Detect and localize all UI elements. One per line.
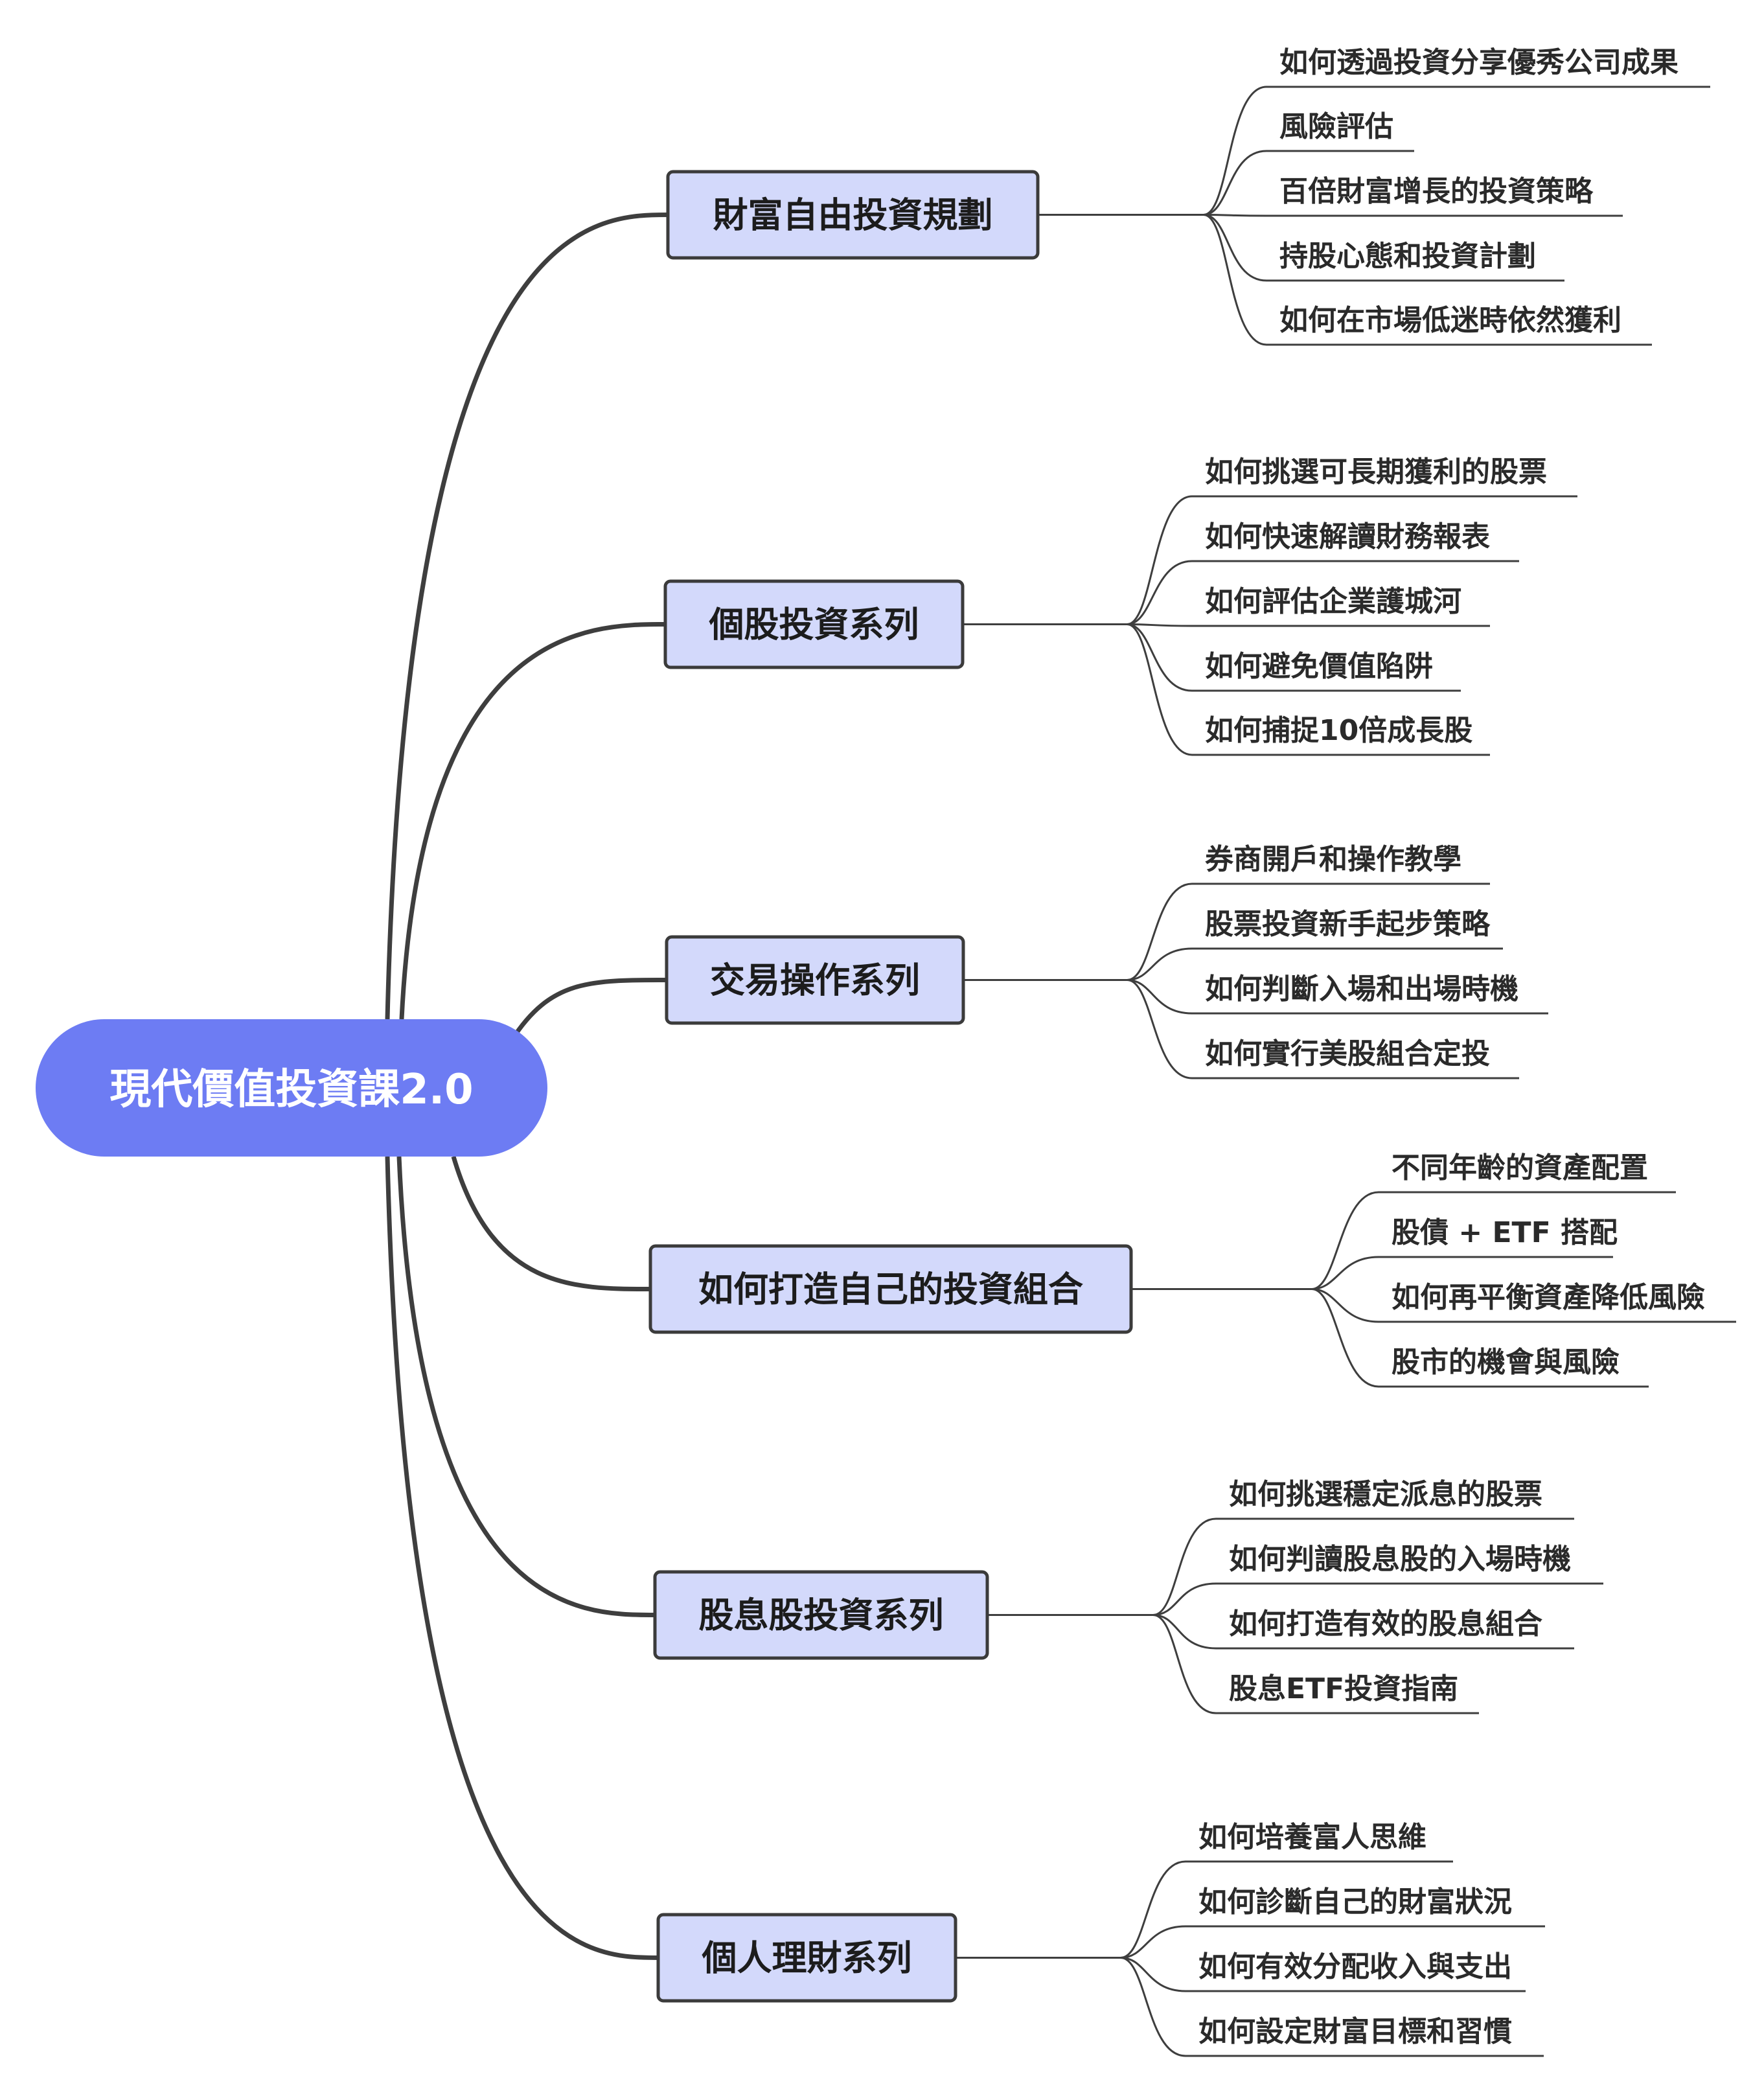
leaf-connector <box>1127 979 1193 1015</box>
leaf-connector <box>1152 1517 1217 1616</box>
leaf-connector <box>1203 214 1267 346</box>
root-connector <box>385 213 669 1020</box>
leaf-connector <box>1152 1582 1217 1616</box>
leaf-label[interactable]: 如何再平衡資產降低風險 <box>1392 1281 1705 1314</box>
root-label: 現代價值投資課2.0 <box>109 1066 473 1114</box>
branch-node[interactable]: 股息股投資系列 <box>653 1570 989 1660</box>
leaf-label[interactable]: 如何實行美股組合定投 <box>1205 1037 1490 1070</box>
root-connector <box>451 1156 651 1291</box>
branch-box <box>656 1913 957 2003</box>
leaf-label[interactable]: 如何診斷自己的財富狀況 <box>1198 1885 1512 1919</box>
leaf-label[interactable]: 如何打造有效的股息組合 <box>1229 1608 1542 1641</box>
leaf-connector <box>1311 1256 1379 1290</box>
leaf-label[interactable]: 券商開戶和操作教學 <box>1205 843 1461 876</box>
leaf-connector <box>1127 979 1193 1079</box>
leaf-label[interactable]: 如何有效分配收入與支出 <box>1198 1950 1512 1983</box>
leaf-label[interactable]: 風險評估 <box>1279 110 1393 143</box>
leaf-label[interactable]: 如何捕捉10倍成長股 <box>1205 714 1472 747</box>
leaf-label[interactable]: 股債 + ETF 搭配 <box>1392 1216 1618 1249</box>
root-connector <box>399 622 666 1020</box>
leaf-label[interactable]: 持股心態和投資計劃 <box>1279 240 1536 273</box>
branch-box <box>663 579 965 669</box>
leaf-connector <box>1120 1957 1186 2057</box>
leaf-label[interactable]: 如何避免價值陷阱 <box>1205 650 1433 683</box>
leaf-connector <box>1127 623 1193 627</box>
branch-label: 個股投資系列 <box>709 605 919 645</box>
leaf-connector <box>1127 560 1193 625</box>
leaf-connector <box>1203 86 1267 216</box>
branch-label: 財富自由投資規劃 <box>713 195 993 236</box>
leaf-label[interactable]: 股息ETF投資指南 <box>1229 1672 1458 1705</box>
branch-node[interactable]: 如何打造自己的投資組合 <box>648 1244 1133 1334</box>
leaf-label[interactable]: 如何挑選穩定派息的股票 <box>1229 1478 1542 1511</box>
leaf-connector <box>1152 1614 1217 1650</box>
leaf-connector <box>1152 1614 1217 1714</box>
leaf-label[interactable]: 股市的機會與風險 <box>1392 1346 1620 1379</box>
leaf-connector <box>1203 214 1267 217</box>
leaf-connector <box>1127 623 1193 756</box>
branch-label: 如何打造自己的投資組合 <box>698 1269 1083 1310</box>
branch-label: 交易操作系列 <box>710 960 920 1001</box>
leaf-label[interactable]: 如何培養富人思維 <box>1198 1821 1426 1854</box>
branch-node[interactable]: 個人理財系列 <box>656 1913 957 2003</box>
root-connector <box>396 1156 656 1617</box>
leaf-label[interactable]: 如何快速解讀財務報表 <box>1205 520 1490 553</box>
branch-label: 個人理財系列 <box>702 1938 912 1979</box>
leaf-connector <box>1127 495 1193 625</box>
branch-label: 股息股投資系列 <box>699 1595 944 1636</box>
leaf-connector <box>1127 623 1193 692</box>
leaf-connector <box>1311 1191 1379 1290</box>
branch-node[interactable]: 財富自由投資規劃 <box>666 170 1040 260</box>
branch-node[interactable]: 交易操作系列 <box>665 935 965 1025</box>
leaf-label[interactable]: 如何挑選可長期獲利的股票 <box>1205 455 1547 489</box>
leaf-label[interactable]: 百倍財富增長的投資策略 <box>1279 175 1594 208</box>
branch-box <box>648 1244 1133 1334</box>
connectors <box>385 86 1736 2057</box>
leaf-connector <box>1127 947 1193 981</box>
leaf-connector <box>1120 1957 1186 1992</box>
branch-box <box>665 935 965 1025</box>
leaf-label[interactable]: 如何設定財富目標和習慣 <box>1198 2015 1512 2048</box>
leaf-connector <box>1311 1288 1379 1388</box>
leaf-label[interactable]: 不同年齡的資產配置 <box>1392 1151 1648 1184</box>
root-connector <box>510 978 667 1041</box>
leaf-label[interactable]: 股票投資新手起步策略 <box>1205 908 1491 941</box>
branch-box <box>653 1570 989 1660</box>
root-node[interactable] <box>36 1019 547 1157</box>
branch-box <box>666 170 1040 260</box>
nodes: 現代價值投資課2.0 財富自由投資規劃 如何透過投資分享優秀公司成果風險評估百倍財… <box>36 46 1705 2048</box>
leaf-connector <box>1311 1288 1379 1323</box>
root-connector <box>385 1156 659 1960</box>
leaf-connector <box>1203 150 1267 216</box>
leaf-connector <box>1120 1925 1186 1959</box>
leaf-label[interactable]: 如何判斷入場和出場時機 <box>1205 973 1518 1006</box>
branch-node[interactable]: 個股投資系列 <box>663 579 965 669</box>
leaf-label[interactable]: 如何在市場低迷時依然獲利 <box>1279 304 1621 337</box>
leaf-label[interactable]: 如何評估企業護城河 <box>1205 585 1461 618</box>
leaf-connector <box>1127 882 1193 981</box>
leaf-label[interactable]: 如何判讀股息股的入場時機 <box>1229 1543 1571 1576</box>
leaf-label[interactable]: 如何透過投資分享優秀公司成果 <box>1279 46 1678 79</box>
leaf-connector <box>1120 1860 1186 1959</box>
leaf-connector <box>1203 214 1267 282</box>
